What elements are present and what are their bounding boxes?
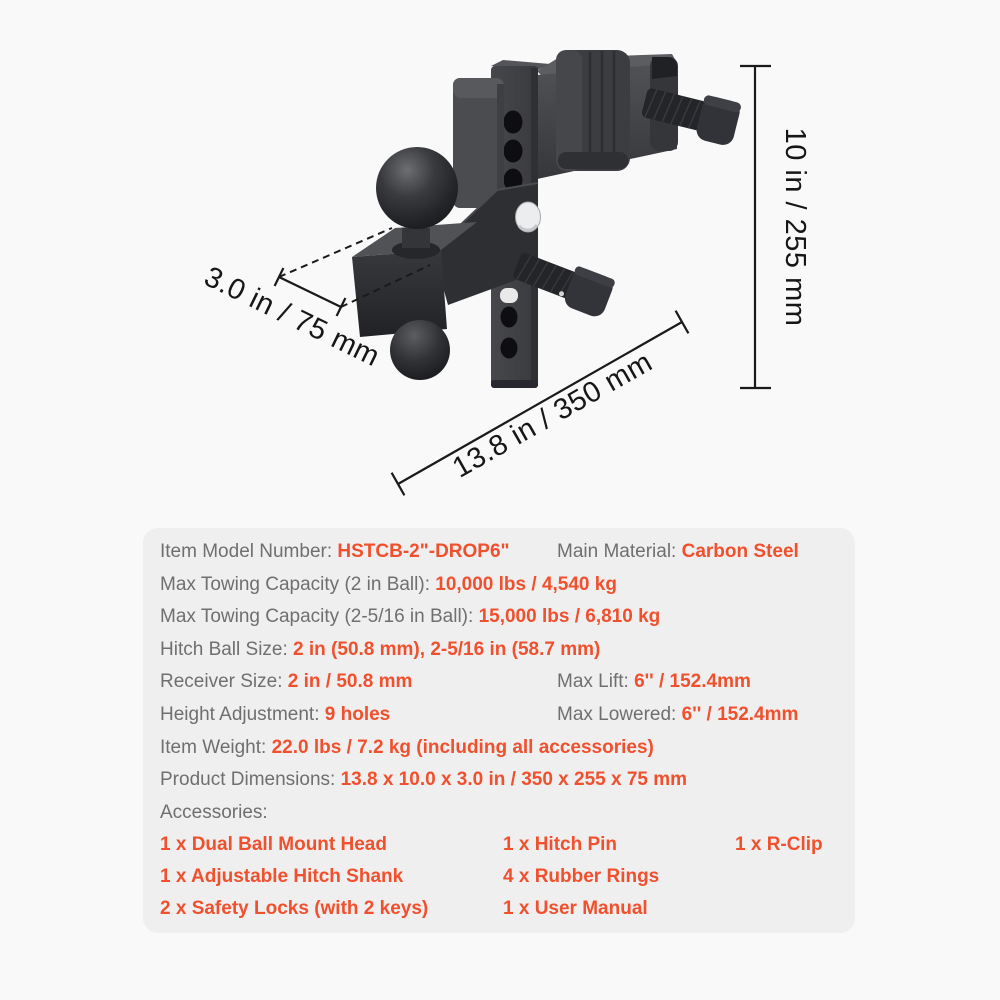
extension-line [340, 264, 431, 308]
accessories-row: 1 x Dual Ball Mount Head 1 x Hitch Pin 1… [143, 829, 855, 861]
dimension-length-label: 13.8 in / 350 mm [447, 346, 658, 484]
accessories-row: 2 x Safety Locks (with 2 keys) 1 x User … [143, 893, 855, 925]
small-hitch-ball [390, 318, 450, 380]
clamp-collar [556, 50, 630, 171]
spec-value: 6'' / 152.4mm [634, 671, 751, 693]
hitch-pin-head [515, 201, 541, 233]
spec-row-item-weight: Item Weight: 22.0 lbs / 7.2 kg (includin… [143, 732, 855, 765]
accessory-item: 1 x User Manual [503, 897, 648, 919]
spec-pair: Height Adjustment: 9 holes [160, 704, 390, 725]
accessory-item: 1 x R-Clip [735, 834, 823, 856]
spec-row-ball-size: Hitch Ball Size: 2 in (50.8 mm), 2-5/16 … [143, 634, 855, 667]
accessory-item: 4 x Rubber Rings [503, 865, 660, 887]
spec-value: 2 in / 50.8 mm [287, 671, 413, 693]
spec-label: Max Towing Capacity (2 in Ball): [160, 573, 436, 595]
spec-pair: Receiver Size: 2 in / 50.8 mm [160, 671, 412, 692]
spec-label: Max Lift: [557, 671, 635, 693]
spec-label: Receiver Size: [160, 671, 288, 693]
spec-pair: Item Weight: 22.0 lbs / 7.2 kg (includin… [160, 737, 654, 758]
spec-label: Max Towing Capacity (2-5/16 in Ball): [160, 606, 479, 628]
spec-row-receiver-size: Receiver Size: 2 in / 50.8 mm Max Lift: … [143, 666, 855, 699]
spec-pair: Max Lowered: 6'' / 152.4mm [557, 699, 798, 732]
spec-label: Height Adjustment: [160, 703, 325, 725]
spec-row-accessories-heading: Accessories: [143, 797, 855, 830]
spec-label: Item Model Number: [160, 541, 338, 562]
accessories-heading: Accessories: [160, 801, 268, 823]
spec-value: 6'' / 152.4mm [681, 703, 799, 725]
spec-row-model: Item Model Number: HSTCB-2"-DROP6" Main … [143, 536, 855, 569]
spec-label: Main Material: [557, 541, 682, 562]
spec-panel: Item Model Number: HSTCB-2"-DROP6" Main … [143, 528, 855, 933]
spec-row-towing-2-5-16: Max Towing Capacity (2-5/16 in Ball): 15… [143, 601, 855, 634]
spec-value: 13.8 x 10.0 x 3.0 in / 350 x 255 x 75 mm [340, 769, 688, 791]
spec-value: 2 in (50.8 mm), 2-5/16 in (58.7 mm) [293, 638, 601, 660]
spec-pair: Accessories: [160, 802, 268, 823]
spec-label: Product Dimensions: [160, 769, 341, 791]
spec-pair: Main Material: Carbon Steel [557, 536, 799, 569]
dimension-height [740, 64, 771, 390]
large-hitch-ball [376, 147, 458, 259]
accessory-item: 2 x Safety Locks (with 2 keys) [160, 897, 429, 919]
extension-line [278, 227, 393, 278]
dimension-length [390, 310, 690, 496]
spec-label: Hitch Ball Size: [160, 638, 294, 660]
adjustment-hole [500, 306, 518, 328]
spec-value: 22.0 lbs / 7.2 kg (including all accesso… [271, 736, 654, 758]
anti-rattle-pin [641, 88, 741, 145]
front-post [453, 78, 504, 208]
spec-label: Max Lowered: [557, 703, 682, 725]
spec-value: HSTCB-2"-DROP6" [337, 541, 510, 562]
spec-row-towing-2in: Max Towing Capacity (2 in Ball): 10,000 … [143, 569, 855, 602]
spec-value: 15,000 lbs / 6,810 kg [478, 606, 661, 628]
accessory-item: 1 x Hitch Pin [503, 834, 618, 856]
spec-row-height-adjustment: Height Adjustment: 9 holes Max Lowered: … [143, 699, 855, 732]
spec-pair: Max Towing Capacity (2-5/16 in Ball): 15… [160, 606, 660, 627]
dimension-depth [273, 227, 431, 317]
product-diagram: 3.0 in / 75 mm 10 in / 255 mm 13.8 in / … [199, 50, 811, 496]
spec-value: Carbon Steel [681, 541, 799, 562]
spec-value: 10,000 lbs / 4,540 kg [435, 573, 617, 595]
adjustment-hole [500, 337, 518, 359]
spec-label: Item Weight: [160, 736, 272, 758]
spec-pair: Max Lift: 6'' / 152.4mm [557, 666, 751, 699]
spec-pair: Max Towing Capacity (2 in Ball): 10,000 … [160, 574, 617, 595]
accessories-row: 1 x Adjustable Hitch Shank 4 x Rubber Ri… [143, 861, 855, 893]
spec-value: 9 holes [324, 703, 391, 725]
spec-row-product-dimensions: Product Dimensions: 13.8 x 10.0 x 3.0 in… [143, 764, 855, 797]
accessory-item: 1 x Adjustable Hitch Shank [160, 865, 404, 887]
middle-pin [513, 253, 615, 317]
accessory-item: 1 x Dual Ball Mount Head [160, 834, 387, 856]
adjustment-hole [503, 139, 523, 163]
adjustment-hole [503, 110, 523, 134]
spec-pair: Hitch Ball Size: 2 in (50.8 mm), 2-5/16 … [160, 639, 600, 660]
spec-pair: Product Dimensions: 13.8 x 10.0 x 3.0 in… [160, 769, 687, 790]
spec-pair: Item Model Number: HSTCB-2"-DROP6" [160, 541, 510, 562]
dimension-height-label: 10 in / 255 mm [779, 128, 811, 327]
